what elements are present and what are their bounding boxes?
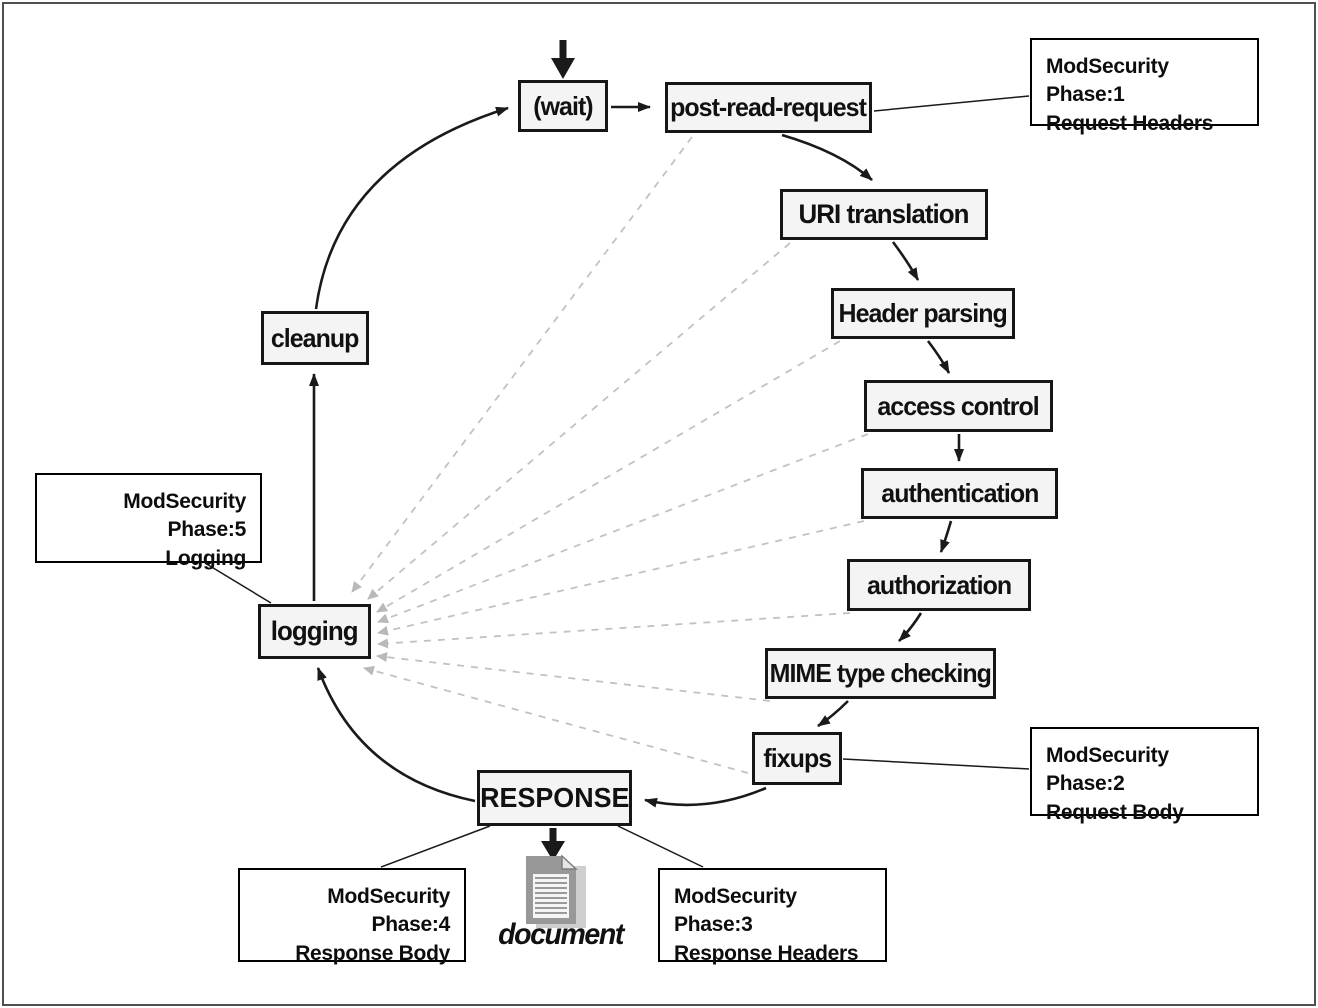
node-post-read-request-label: post-read-request: [670, 92, 868, 122]
document-label: document: [498, 918, 624, 951]
dashed-arrow-post-read-request-to-logging: [351, 136, 693, 593]
leader-phase3: [617, 825, 704, 868]
node-fixups-label: fixups: [763, 743, 832, 773]
node-cleanup: cleanup: [261, 311, 369, 365]
arrow-header-parsing-to-access-control: [926, 340, 951, 374]
callout-phase3-line1: ModSecurity Phase:3: [674, 885, 797, 937]
node-authentication-label: authentication: [880, 478, 1039, 508]
node-post-read-request: post-read-request: [665, 82, 872, 133]
leader-phase1: [873, 95, 1030, 112]
document-icon: [526, 854, 586, 928]
leader-phase5: [204, 562, 272, 604]
callout-phase1-line2: Request Headers: [1046, 111, 1214, 135]
arrow-uri-translation-to-header-parsing: [891, 241, 920, 281]
node-cleanup-label: cleanup: [271, 322, 360, 353]
callout-phase2-line1: ModSecurity Phase:2: [1046, 744, 1169, 796]
callout-phase5-line2: Logging: [165, 546, 246, 570]
arrow-response-to-logging: [316, 667, 476, 803]
node-authorization-label: authorization: [866, 569, 1012, 600]
node-wait-label: (wait): [533, 90, 593, 121]
node-uri-translation-label: URI translation: [799, 199, 970, 229]
node-header-parsing: Header parsing: [831, 288, 1015, 339]
node-fixups: fixups: [752, 732, 842, 785]
leader-phase4: [380, 825, 491, 868]
dashed-arrow-header-parsing-to-logging: [376, 340, 841, 613]
node-authorization: authorization: [847, 559, 1031, 611]
callout-phase2: ModSecurity Phase:2 Request Body: [1030, 727, 1259, 824]
callout-phase3: ModSecurity Phase:3 Response Headers: [658, 868, 887, 965]
callout-phase1: ModSecurity Phase:1 Request Headers: [1030, 38, 1259, 135]
node-logging-label: logging: [271, 616, 359, 646]
callout-phase4-line1: ModSecurity Phase:4: [327, 885, 450, 937]
dashed-arrow-authorization-to-logging: [377, 612, 851, 649]
node-mime-type-checking-label: MIME type checking: [769, 658, 992, 688]
node-authentication: authentication: [861, 468, 1058, 519]
arrow-authentication-to-authorization: [939, 520, 953, 553]
arrow-authorization-to-mime-type-checking: [898, 612, 923, 642]
node-response-label: RESPONSE: [479, 782, 630, 813]
callout-phase2-line2: Request Body: [1046, 800, 1184, 824]
callout-phase5: ModSecurity Phase:5 Logging: [35, 473, 262, 570]
callout-phase5-line1: ModSecurity Phase:5: [123, 490, 246, 542]
callout-phase1-line1: ModSecurity Phase:1: [1046, 55, 1169, 107]
node-access-control: access control: [864, 380, 1053, 432]
arrow-response-to-document: [541, 828, 565, 861]
dashed-arrow-fixups-to-logging: [363, 665, 749, 774]
node-wait: (wait): [518, 80, 608, 132]
dashed-arrow-access-control-to-logging: [377, 433, 869, 624]
callout-phase4: ModSecurity Phase:4 Response Body: [238, 868, 466, 965]
arrow-cleanup-to-wait: [314, 106, 509, 310]
node-response: RESPONSE: [477, 770, 632, 826]
node-access-control-label: access control: [877, 390, 1040, 421]
dashed-arrow-mime-type-checking-to-logging: [376, 652, 771, 702]
callout-phase4-line2: Response Body: [295, 941, 450, 965]
node-header-parsing-label: Header parsing: [838, 298, 1008, 328]
arrow-fixups-to-response: [644, 786, 767, 808]
node-logging: logging: [258, 604, 371, 659]
node-uri-translation: URI translation: [780, 189, 988, 240]
callout-phase3-line2: Response Headers: [674, 941, 859, 965]
entry-arrow: [551, 40, 575, 79]
leader-phase2: [842, 758, 1030, 770]
arrow-post-read-request-to-uri-translation: [781, 133, 873, 181]
node-mime-type-checking: MIME type checking: [765, 648, 996, 699]
arrow-mime-type-checking-to-fixups: [817, 700, 849, 728]
